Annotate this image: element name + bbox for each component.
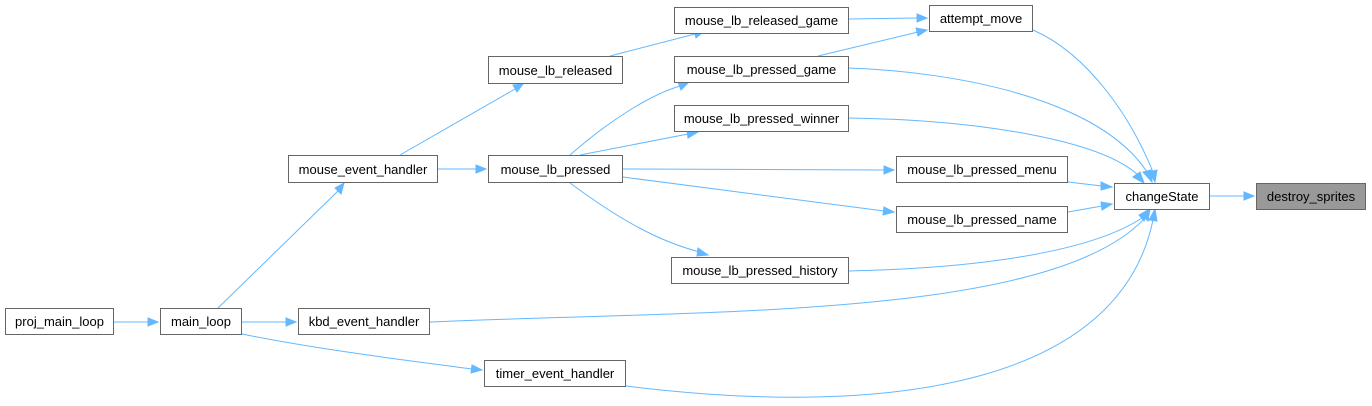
node-label: mouse_lb_pressed_name [907, 212, 1057, 227]
edge-changeState-to-destroy_sprites [1210, 191, 1256, 201]
arrowhead-icon [696, 247, 710, 257]
edge-mouse_event_handler-to-mouse_lb_pressed [438, 164, 488, 174]
edge-mouse_lb_pressed_winner-to-changeState [848, 117, 1145, 185]
node-changeState[interactable]: changeState [1114, 183, 1210, 210]
node-attempt-move[interactable]: attempt_move [929, 5, 1033, 32]
edge-mouse_lb_pressed-to-mouse_lb_pressed_winner [579, 129, 700, 156]
edge-mouse_lb_pressed-to-mouse_lb_pressed_name [622, 176, 896, 216]
edge-main_loop-to-mouse_event_handler [217, 181, 345, 309]
edge-mouse_lb_released_game-to-attempt_move [848, 13, 929, 23]
node-label: mouse_event_handler [298, 161, 428, 177]
edge-line [579, 133, 689, 156]
node-label: destroy_sprites [1266, 189, 1356, 204]
arrowhead-icon [1100, 201, 1114, 211]
node-label: mouse_lb_pressed_history [682, 263, 838, 278]
edge-mouse_lb_pressed-to-mouse_lb_pressed_history [569, 182, 710, 257]
edge-mouse_lb_pressed-to-mouse_lb_pressed_menu [622, 165, 896, 175]
node-label: attempt_move [939, 11, 1023, 26]
edge-mouse_lb_pressed_menu-to-changeState [1067, 181, 1114, 191]
node-mouse-lb-pressed-game[interactable]: mouse_lb_pressed_game [674, 56, 849, 83]
arrowhead-icon [1243, 191, 1256, 201]
node-label: proj_main_loop [15, 314, 104, 329]
arrowhead-icon [1148, 207, 1158, 222]
arrowhead-icon [512, 83, 525, 93]
node-mouse-lb-pressed-menu[interactable]: mouse_lb_pressed_menu [896, 156, 1068, 183]
edge-timer_event_handler-to-changeState [625, 207, 1158, 398]
node-label: changeState [1125, 189, 1199, 204]
arrowhead-icon [882, 206, 896, 216]
node-label: mouse_lb_released [498, 62, 613, 78]
arrowhead-icon [915, 27, 929, 37]
node-mouse-event-handler[interactable]: mouse_event_handler [288, 155, 438, 183]
arrowhead-icon [916, 13, 929, 23]
edge-line [848, 117, 1139, 176]
node-label: main_loop [171, 314, 231, 329]
edge-line [848, 67, 1148, 173]
edge-mouse_lb_pressed_game-to-changeState [848, 67, 1153, 184]
node-label: mouse_lb_released_game [684, 13, 839, 28]
node-kbd-event-handler[interactable]: kbd_event_handler [298, 308, 430, 335]
node-mouse-lb-pressed[interactable]: mouse_lb_pressed [488, 155, 623, 183]
node-mouse-lb-pressed-name[interactable]: mouse_lb_pressed_name [896, 206, 1068, 233]
arrowhead-icon [1100, 181, 1114, 191]
arrowhead-icon [147, 317, 160, 327]
edge-main_loop-to-timer_event_handler [241, 333, 484, 374]
arrowhead-icon [470, 364, 484, 374]
edge-line [848, 17, 918, 20]
edge-line [241, 333, 473, 370]
node-mouse-lb-released[interactable]: mouse_lb_released [488, 56, 623, 84]
node-label: mouse_lb_pressed [500, 161, 611, 177]
node-label: kbd_event_handler [308, 314, 420, 329]
node-mouse-lb-pressed-history[interactable]: mouse_lb_pressed_history [671, 257, 849, 284]
edge-kbd_event_handler-to-changeState [429, 207, 1151, 323]
node-proj-main-loop[interactable]: proj_main_loop [5, 308, 114, 335]
edge-line [429, 217, 1146, 323]
arrowhead-icon [883, 165, 896, 175]
edge-line [622, 176, 885, 212]
edge-main_loop-to-kbd_event_handler [242, 317, 298, 327]
edge-line [817, 31, 919, 57]
edge-line [609, 33, 696, 57]
arrowhead-icon [475, 164, 488, 174]
node-label: mouse_lb_pressed_winner [683, 111, 840, 126]
arrowhead-icon [677, 81, 690, 91]
node-label: timer_event_handler [495, 366, 615, 381]
edge-mouse_lb_pressed-to-mouse_lb_pressed_game [569, 81, 690, 156]
edge-mouse_event_handler-to-mouse_lb_released [399, 83, 525, 156]
edge-line [1067, 205, 1103, 213]
arrowhead-icon [1140, 207, 1151, 222]
edge-mouse_lb_pressed_game-to-attempt_move [817, 27, 929, 57]
edge-line [625, 219, 1154, 398]
node-label: mouse_lb_pressed_game [686, 62, 837, 77]
arrowhead-icon [334, 181, 345, 195]
edge-line [622, 168, 885, 171]
edge-layer [114, 13, 1256, 398]
edge-line [569, 182, 701, 253]
edge-line [217, 190, 339, 309]
edge-line [399, 88, 516, 156]
node-label: mouse_lb_pressed_menu [907, 162, 1057, 177]
edge-mouse_lb_pressed_name-to-changeState [1067, 201, 1114, 213]
node-destroy-sprites: destroy_sprites [1256, 183, 1366, 210]
edge-line [1032, 29, 1154, 173]
edge-line [1067, 181, 1103, 187]
edge-line [848, 217, 1143, 272]
arrowhead-icon [1142, 169, 1153, 184]
arrowhead-icon [285, 317, 298, 327]
node-timer-event-handler[interactable]: timer_event_handler [484, 360, 626, 387]
edge-proj_main_loop-to-main_loop [114, 317, 160, 327]
node-main-loop[interactable]: main_loop [160, 308, 242, 335]
node-mouse-lb-pressed-winner[interactable]: mouse_lb_pressed_winner [674, 105, 849, 132]
edge-line [569, 85, 681, 156]
arrowhead-icon [1132, 171, 1145, 185]
node-mouse-lb-released-game[interactable]: mouse_lb_released_game [674, 7, 849, 34]
